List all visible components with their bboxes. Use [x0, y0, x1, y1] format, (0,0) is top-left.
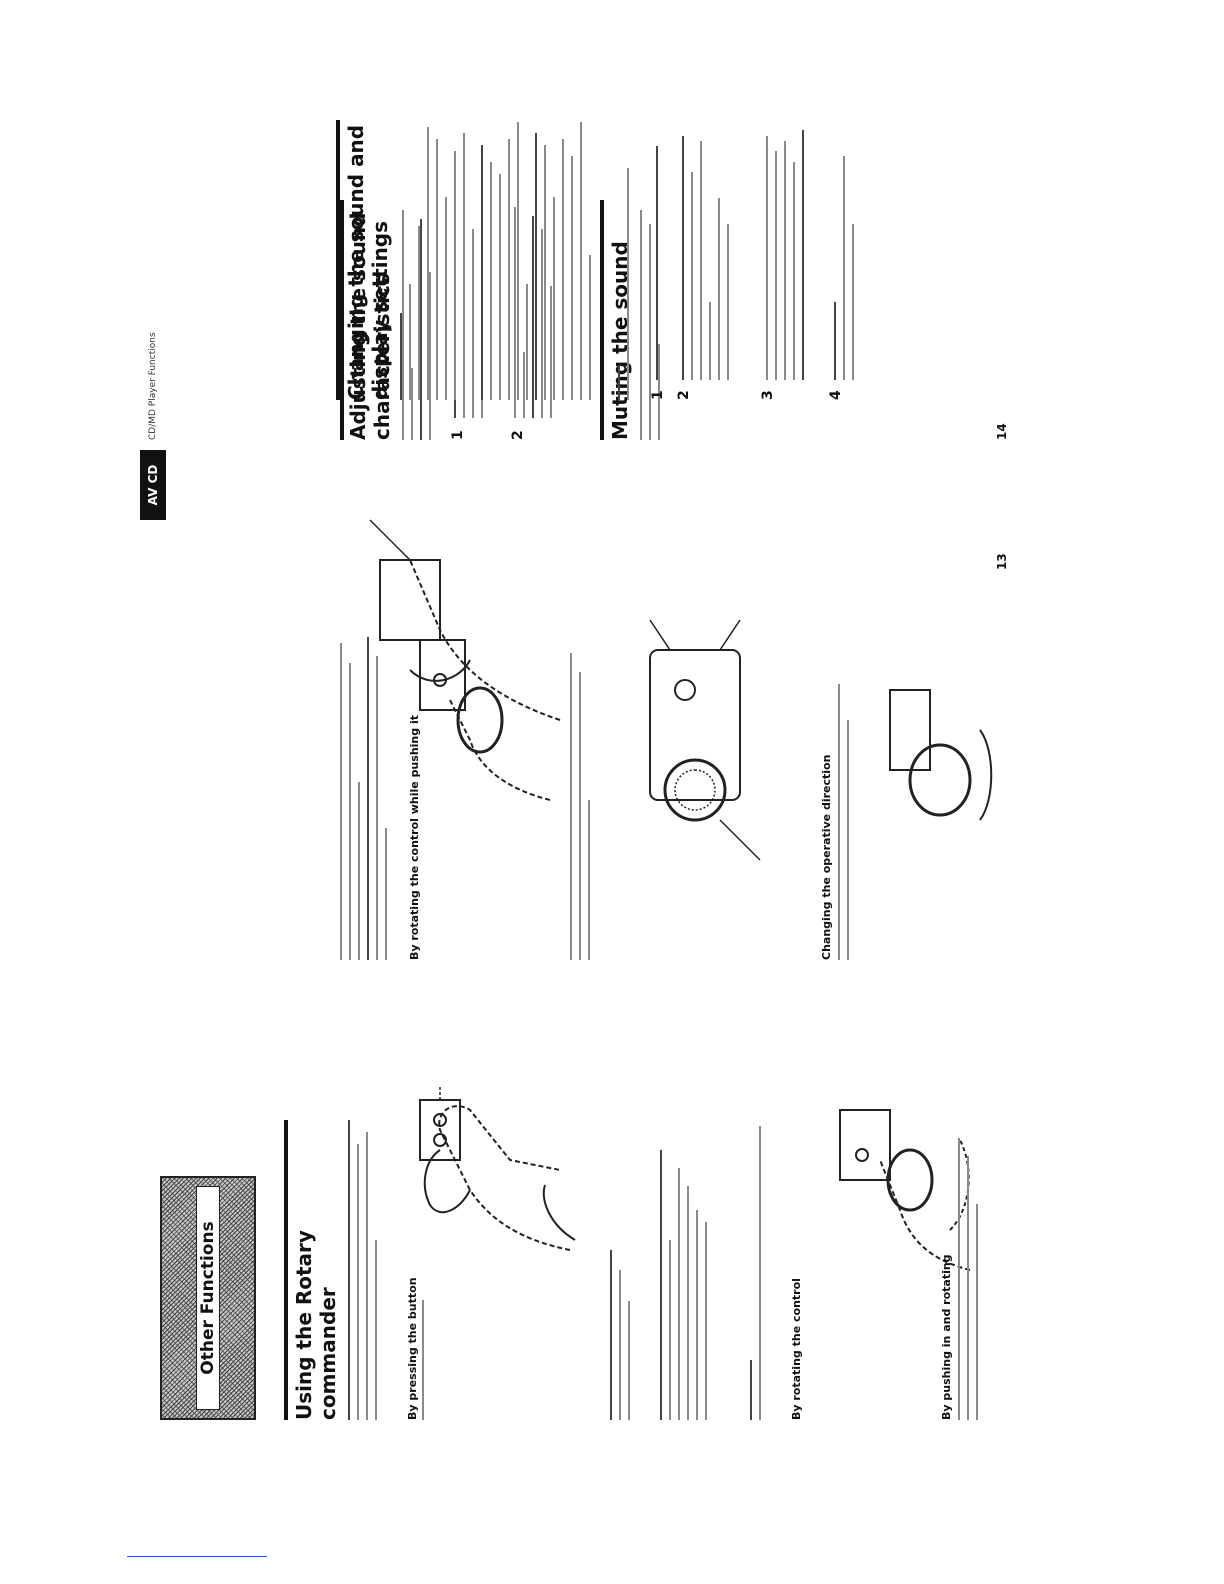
column-change-settings: Changing the sound and display settings … — [140, 60, 1020, 400]
page-number-right: 14 — [995, 423, 1009, 440]
tip-paragraph — [750, 1120, 768, 1420]
column-sound-adjust — [140, 500, 1020, 721]
dial-direction-drawing — [889, 689, 993, 821]
press-notes — [610, 1250, 637, 1420]
hand-remote-illustration — [350, 510, 580, 740]
press-button-text — [422, 1270, 431, 1420]
settings-heading-rule — [336, 120, 340, 400]
control-diagram — [610, 560, 790, 880]
heading-rotary-commander: Using the Rotary commander — [292, 1230, 340, 1420]
commander-callout-diagram — [649, 619, 761, 861]
column-rotary-commander: Other Functions Using the Rotary command… — [140, 980, 1020, 1420]
settings-step-4-text — [834, 120, 861, 380]
subhead-press-button: By pressing the button — [406, 1277, 419, 1420]
settings-step-3-text — [766, 120, 811, 380]
settings-step-2: 2 — [676, 390, 692, 400]
adjust-step-1: 1 — [450, 430, 466, 440]
section-badge: AV CD — [140, 450, 166, 520]
subhead-operative-direction: Changing the operative direction — [820, 754, 833, 960]
subhead-rotate-control: By rotating the control — [790, 1278, 803, 1420]
settings-list — [400, 110, 598, 400]
banner-label: Other Functions — [196, 1186, 220, 1410]
section-subtitle: CD/MD Player Functions — [148, 332, 158, 440]
direction-illustration — [860, 660, 1000, 860]
settings-step-3: 3 — [760, 390, 776, 400]
hand-remote-drawing — [369, 519, 561, 721]
hand-press-drawing — [419, 1085, 576, 1251]
page-bottom-rule — [127, 1556, 267, 1557]
intro-paragraph — [348, 1120, 384, 1420]
heading-change-settings: Changing the sound and display settings — [344, 124, 392, 400]
push-rotate-text — [958, 1120, 985, 1420]
subhead-push-rotate: By pushing in and rotating — [940, 1254, 953, 1420]
settings-step-4: 4 — [828, 390, 844, 400]
manual-page-spread: Other Functions Using the Rotary command… — [140, 60, 1020, 1420]
settings-step-1: 1 — [650, 390, 666, 400]
page-number-left: 13 — [995, 553, 1009, 570]
heading-rule — [284, 1120, 288, 1420]
section-banner: Other Functions — [160, 1176, 256, 1420]
settings-step-1-text — [656, 120, 665, 380]
rotary-press-illustration — [400, 1080, 600, 1280]
settings-note — [618, 110, 636, 400]
adjust-step-2: 2 — [510, 430, 526, 440]
settings-step-2-text — [682, 120, 736, 380]
press-list — [660, 1120, 714, 1420]
